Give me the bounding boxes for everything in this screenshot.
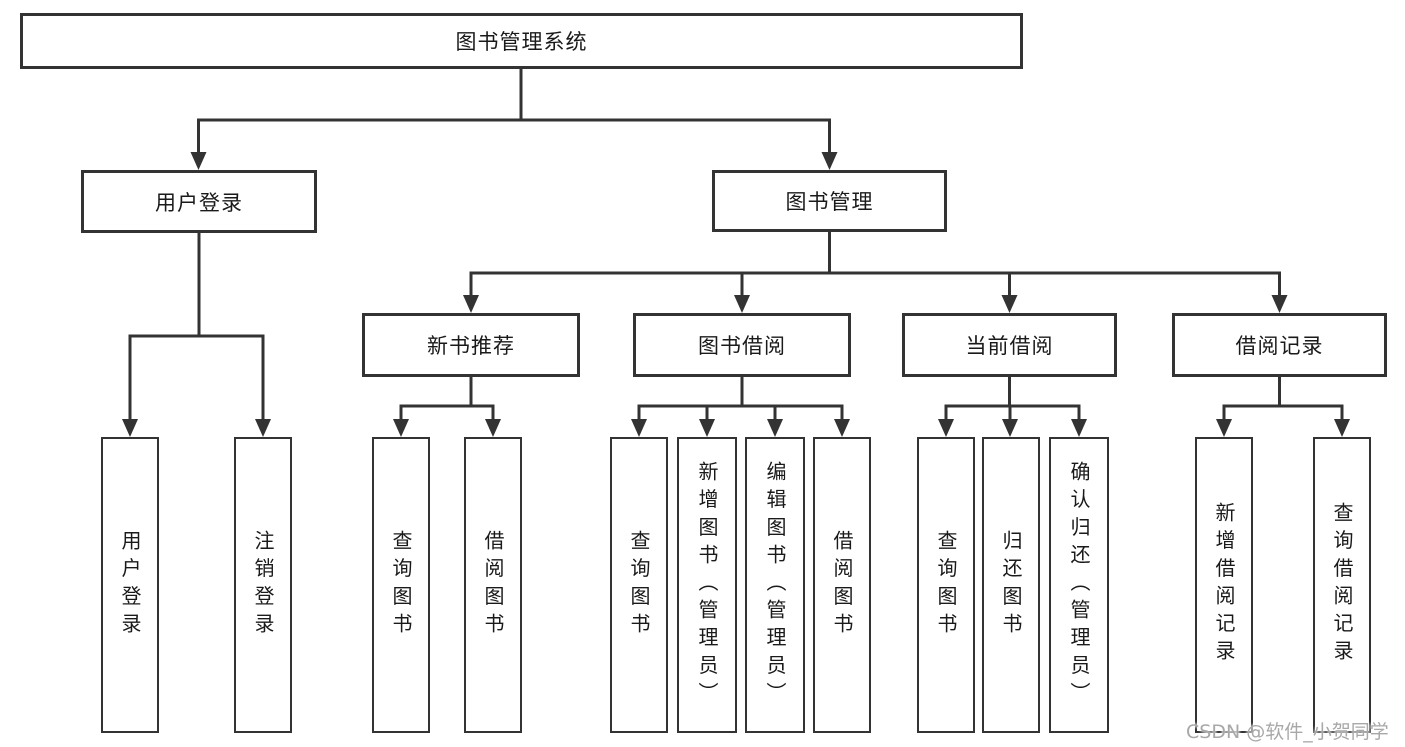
- leaf-confirm-return-admin: 确认归还（管理员）: [1049, 437, 1109, 733]
- leaf-return-book: 归还图书: [982, 437, 1040, 733]
- connector-book-borrow: [637, 377, 844, 421]
- connector-new-book-recommend: [399, 377, 495, 421]
- node-user-login-label: 用户登录: [155, 190, 243, 215]
- node-borrow-records: 借阅记录: [1172, 313, 1387, 377]
- leaf-user-login-label: 用户登录: [118, 529, 142, 641]
- arrowheads-user-login: [122, 419, 271, 437]
- arrowheads-book-borrow: [631, 419, 850, 437]
- leaf-add-book-admin-label: 新增图书（管理员）: [695, 460, 719, 710]
- node-root-label: 图书管理系统: [455, 30, 588, 54]
- leaf-logout-login-label: 注销登录: [251, 529, 275, 641]
- node-user-login: 用户登录: [81, 170, 317, 233]
- leaf-query-borrow-record: 查询借阅记录: [1313, 437, 1371, 733]
- connector-root: [197, 68, 831, 154]
- leaf-borrow-book: 借阅图书: [813, 437, 871, 733]
- node-root: 图书管理系统: [20, 13, 1023, 69]
- connector-book-management: [469, 232, 1281, 297]
- arrowheads-new-book-recommend: [393, 419, 501, 437]
- node-new-book-recommend: 新书推荐: [362, 313, 580, 377]
- leaf-return-book-label: 归还图书: [999, 529, 1023, 641]
- node-current-borrow: 当前借阅: [902, 313, 1117, 377]
- node-book-borrow: 图书借阅: [633, 313, 851, 377]
- leaf-query-borrow-record-label: 查询借阅记录: [1330, 502, 1354, 668]
- leaf-confirm-return-admin-label: 确认归还（管理员）: [1067, 460, 1091, 710]
- leaf-edit-book-admin: 编辑图书（管理员）: [745, 437, 805, 733]
- leaf-user-login: 用户登录: [101, 437, 159, 733]
- watermark: CSDN @软件_小贺同学: [1186, 721, 1389, 743]
- leaf-logout-login: 注销登录: [234, 437, 292, 733]
- arrowheads-borrow-records: [1216, 419, 1350, 437]
- arrowheads-book-management: [463, 295, 1288, 313]
- leaf-query-book-label: 查询图书: [934, 529, 958, 641]
- leaf-edit-book-admin-label: 编辑图书（管理员）: [763, 460, 787, 710]
- node-new-book-recommend-label: 新书推荐: [427, 334, 515, 358]
- connector-borrow-records: [1222, 377, 1344, 421]
- leaf-query-book-label: 查询图书: [627, 529, 651, 641]
- leaf-query-book: 查询图书: [917, 437, 975, 733]
- leaf-add-borrow-record-label: 新增借阅记录: [1212, 502, 1236, 668]
- leaf-query-book: 查询图书: [372, 437, 430, 733]
- leaf-add-borrow-record: 新增借阅记录: [1195, 437, 1253, 733]
- node-book-management: 图书管理: [712, 170, 947, 232]
- node-book-management-label: 图书管理: [785, 190, 874, 214]
- connector-current-borrow: [944, 377, 1081, 421]
- node-current-borrow-label: 当前借阅: [965, 334, 1054, 358]
- node-book-borrow-label: 图书借阅: [698, 334, 786, 358]
- leaf-borrow-book: 借阅图书: [464, 437, 522, 733]
- arrowheads-current-borrow: [938, 419, 1087, 437]
- leaf-borrow-book-label: 借阅图书: [481, 529, 505, 641]
- node-borrow-records-label: 借阅记录: [1235, 334, 1324, 358]
- leaf-query-book: 查询图书: [610, 437, 668, 733]
- leaf-query-book-label: 查询图书: [389, 529, 413, 641]
- connector-user-login: [128, 233, 265, 421]
- arrowheads-root: [190, 152, 838, 170]
- leaf-add-book-admin: 新增图书（管理员）: [677, 437, 737, 733]
- leaf-borrow-book-label: 借阅图书: [830, 529, 854, 641]
